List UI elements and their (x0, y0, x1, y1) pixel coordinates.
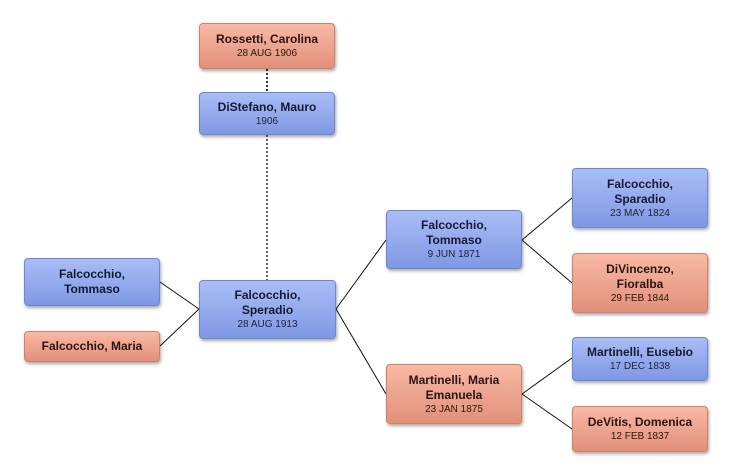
person-date: 1906 (255, 115, 279, 127)
person-node-divincenzo-fioralba[interactable]: DiVincenzo, Fioralba 29 FEB 1844 (572, 253, 708, 313)
parent-link-mother (335, 308, 387, 395)
grandparent-link-sparadio (521, 197, 573, 241)
person-name: Rossetti, Carolina (215, 32, 319, 46)
person-name: Falcocchio, Tommaso (58, 267, 126, 296)
person-node-devitis-domenica[interactable]: DeVitis, Domenica 12 FEB 1837 (572, 406, 708, 452)
person-date: 12 FEB 1837 (610, 431, 670, 442)
person-name: Falcocchio, Sparadio (606, 176, 674, 206)
person-node-falcocchio-maria[interactable]: Falcocchio, Maria (24, 331, 160, 362)
person-node-rossetti-carolina[interactable]: Rossetti, Carolina 28 AUG 1906 (199, 23, 335, 69)
person-node-martinelli-eusebio[interactable]: Martinelli, Eusebio 17 DEC 1838 (572, 337, 708, 381)
person-node-martinelli-maria-emanuela[interactable]: Martinelli, Maria Emanuela 23 JAN 1875 (386, 364, 522, 424)
person-name: Martinelli, Maria Emanuela (408, 372, 500, 402)
grandparent-link-domenica (521, 393, 573, 430)
person-name: DiVincenzo, Fioralba (606, 261, 674, 291)
person-date: 23 MAY 1824 (610, 207, 670, 219)
person-date: 28 AUG 1906 (236, 48, 298, 59)
person-name: DiStefano, Mauro (217, 99, 317, 114)
person-date: 28 AUG 1913 (237, 319, 298, 330)
person-node-distefano-mauro[interactable]: DiStefano, Mauro 1906 (199, 92, 335, 135)
person-date: 23 JAN 1875 (425, 403, 483, 415)
person-date: 29 FEB 1844 (610, 292, 670, 304)
person-node-falcocchio-speradio[interactable]: Falcocchio, Speradio 28 AUG 1913 (199, 280, 336, 339)
person-name: Falcocchio, Speradio (234, 288, 301, 317)
child-link-maria (159, 308, 200, 347)
person-node-falcocchio-tommaso-father[interactable]: Falcocchio, Tommaso 9 JUN 1871 (386, 210, 522, 269)
person-node-falcocchio-tommaso-child[interactable]: Falcocchio, Tommaso (24, 258, 160, 306)
person-name: Falcocchio, Tommaso (420, 218, 488, 247)
person-name: Falcocchio, Maria (41, 339, 143, 353)
person-name: DeVitis, Domenica (587, 415, 693, 429)
grandparent-link-eusebio (521, 357, 573, 395)
grandparent-link-fioralba (521, 239, 573, 284)
person-date: 17 DEC 1838 (609, 361, 671, 372)
parent-link-father (335, 239, 387, 310)
person-node-falcocchio-sparadio[interactable]: Falcocchio, Sparadio 23 MAY 1824 (572, 168, 708, 228)
person-name: Martinelli, Eusebio (586, 345, 694, 359)
person-date: 9 JUN 1871 (427, 249, 481, 260)
child-link-tommaso (159, 281, 200, 310)
